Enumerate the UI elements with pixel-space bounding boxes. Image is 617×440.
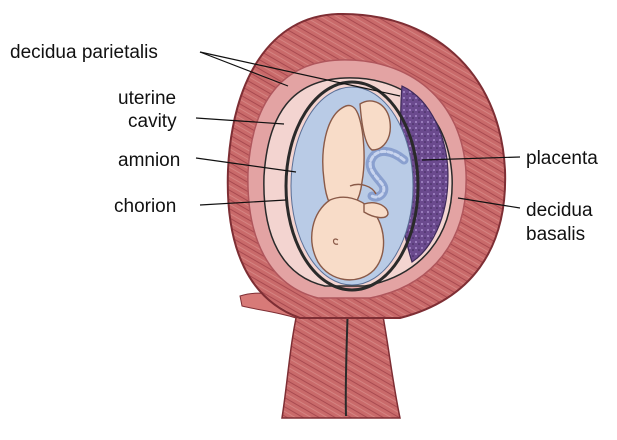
label-placenta: placenta [526,148,598,169]
label-amnion: amnion [118,150,180,171]
label-decidua-basalis-line1: decidua [526,200,593,221]
label-decidua-parietalis: decidua parietalis [10,42,158,63]
label-uterine-cavity-line1: uterine [118,88,176,109]
label-chorion: chorion [114,196,176,217]
label-decidua-basalis-line2: basalis [526,224,585,245]
label-uterine-cavity-line2: cavity [128,111,177,132]
